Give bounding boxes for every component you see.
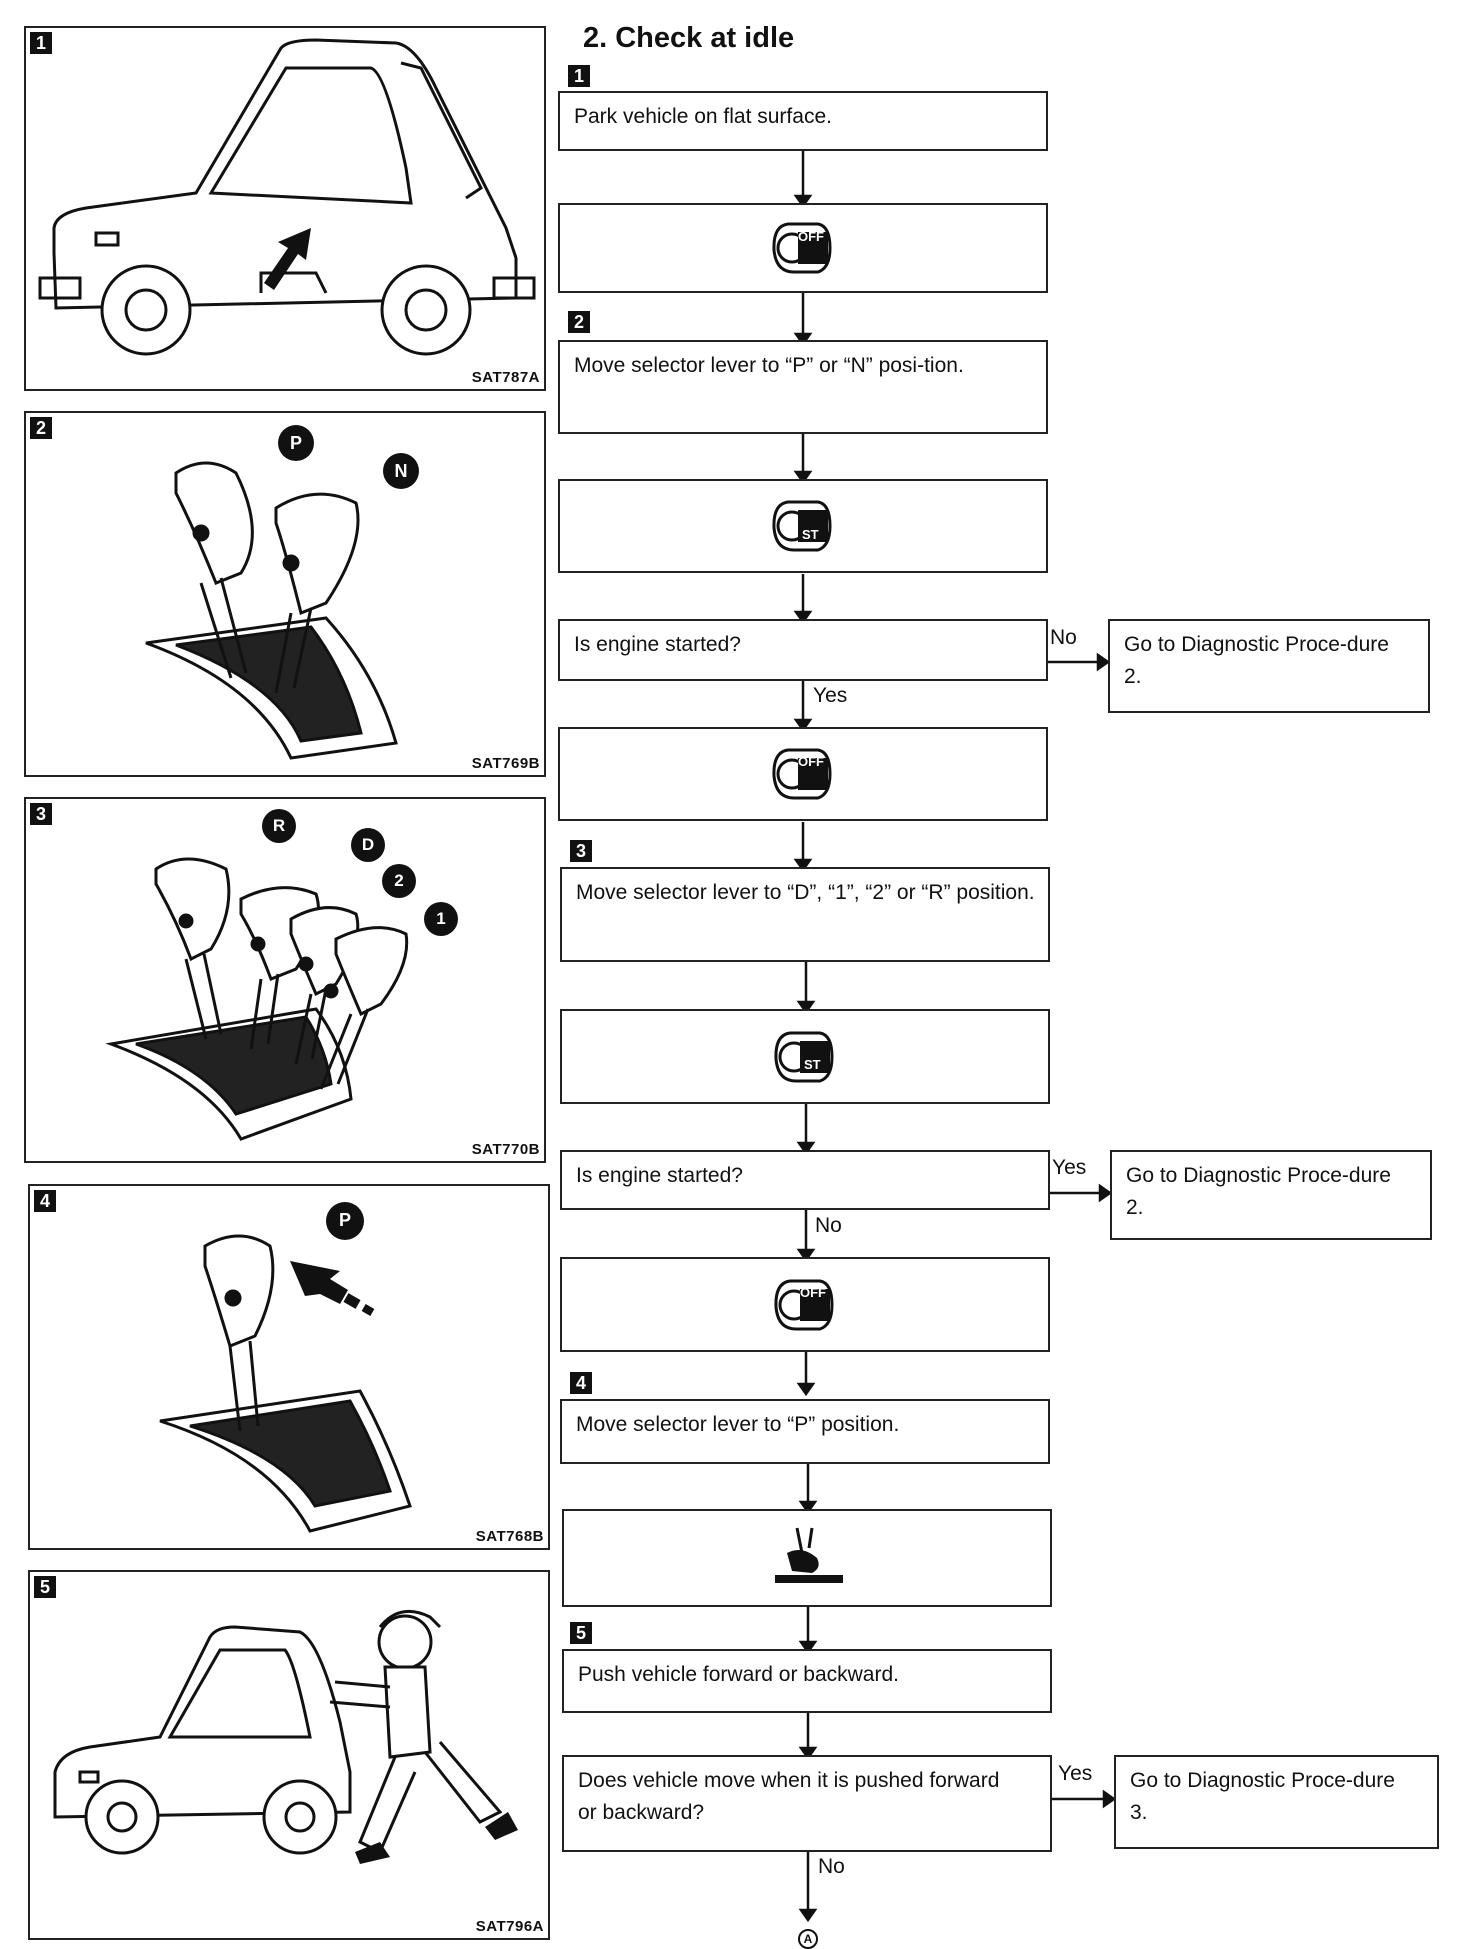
goto-dp3-box: Go to Diagnostic Proce-dure 3. (1114, 1755, 1439, 1849)
ignition-off-box: OFF (560, 1257, 1050, 1352)
badge-n: N (394, 461, 408, 481)
panel-number: 2 (30, 417, 52, 439)
ignition-start-box: ST (560, 1009, 1050, 1104)
continuation-connector: A (798, 1929, 818, 1949)
goto-dp2-box-1: Go to Diagnostic Proce-dure 2. (1108, 619, 1430, 713)
goto-dp2-box-2: Go to Diagnostic Proce-dure 2. (1110, 1150, 1432, 1240)
panel-number: 3 (30, 803, 52, 825)
illustration-panel-1: 1 SAT787A (24, 26, 546, 391)
branch-label-no: No (815, 1214, 842, 1237)
ignition-start-icon (774, 1031, 834, 1082)
illustration-panel-2: 2 P N SAT769B (24, 411, 546, 777)
step-marker-5: 5 (570, 1622, 592, 1644)
selector-lever-illustration (159, 1202, 412, 1533)
figure-code: SAT768B (475, 1528, 544, 1545)
arrow-icon (290, 1261, 375, 1316)
illustration-panel-3: 3 R D 2 1 SAT770B (24, 797, 546, 1163)
goto-text: Go to Diagnostic Proce-dure 2. (1124, 633, 1389, 688)
ignition-off-icon (772, 748, 832, 800)
figure-code: SAT769B (471, 755, 540, 772)
step-marker-3: 3 (570, 840, 592, 862)
ignition-off-box: OFF (558, 727, 1048, 821)
parking-brake-icon (775, 1527, 843, 1583)
badge-d: D (361, 835, 375, 854)
figure-code: SAT770B (471, 1141, 540, 1158)
illustration-panel-5: 5 SAT796A (28, 1570, 550, 1940)
branch-label-yes: Yes (813, 684, 848, 707)
step-box-move-p: Move selector lever to “P” position. (560, 1399, 1050, 1464)
car-lever-illustration (38, 38, 536, 356)
key-label: OFF (800, 1285, 826, 1300)
selector-lever-illustration (145, 425, 419, 760)
key-label: OFF (798, 229, 824, 244)
question-text: Is engine started? (576, 1164, 743, 1187)
ignition-start-icon (772, 500, 832, 552)
step-box-push-vehicle: Push vehicle forward or backward. (562, 1649, 1052, 1713)
branch-label-yes: Yes (1058, 1762, 1093, 1785)
step-text: Push vehicle forward or backward. (578, 1663, 899, 1686)
step-text: Park vehicle on flat surface. (574, 105, 832, 128)
arrow-icon (264, 228, 311, 290)
badge-p: P (338, 1210, 351, 1230)
illustration-panel-4: 4 P SAT768B (28, 1184, 550, 1550)
panel-number: 5 (34, 1576, 56, 1598)
step-box-move-p-n: Move selector lever to “P” or “N” posi-t… (558, 340, 1048, 434)
ignition-off-icon (774, 1279, 834, 1330)
step-box-move-d12r: Move selector lever to “D”, “1”, “2” or … (560, 867, 1050, 962)
parking-brake-box (562, 1509, 1052, 1607)
push-vehicle-illustration (53, 1609, 518, 1864)
question-text: Does vehicle move when it is pushed forw… (578, 1769, 1000, 1824)
figure-code: SAT787A (471, 369, 540, 386)
step-box-park: Park vehicle on flat surface. (558, 91, 1048, 151)
panel-number: 4 (34, 1190, 56, 1212)
panel-number: 1 (30, 32, 52, 54)
step-text: Move selector lever to “D”, “1”, “2” or … (576, 881, 1035, 904)
key-label: ST (804, 1057, 821, 1072)
page-title: 2. Check at idle (583, 22, 795, 54)
step-marker-2: 2 (568, 311, 590, 333)
question-text: Is engine started? (574, 633, 741, 656)
branch-label-no: No (818, 1855, 845, 1878)
step-marker-1: 1 (568, 65, 590, 87)
badge-2: 2 (394, 871, 404, 890)
decision-vehicle-moves: Does vehicle move when it is pushed forw… (562, 1755, 1052, 1852)
decision-engine-started-2: Is engine started? (560, 1150, 1050, 1210)
selector-lever-illustration (105, 809, 458, 1141)
ignition-off-icon (772, 222, 832, 274)
step-text: Move selector lever to “P” or “N” posi-t… (574, 354, 964, 377)
step-text: Move selector lever to “P” position. (576, 1413, 900, 1436)
figure-code: SAT796A (475, 1918, 544, 1935)
ignition-start-box: ST (558, 479, 1048, 573)
key-label: OFF (798, 754, 824, 769)
goto-text: Go to Diagnostic Proce-dure 3. (1130, 1769, 1395, 1824)
decision-engine-started-1: Is engine started? (558, 619, 1048, 681)
step-marker-4: 4 (570, 1372, 592, 1394)
branch-label-no: No (1050, 626, 1077, 649)
ignition-off-box: OFF (558, 203, 1048, 293)
branch-label-yes: Yes (1052, 1156, 1087, 1179)
badge-p: P (289, 433, 302, 453)
key-label: ST (802, 527, 819, 542)
badge-r: R (272, 816, 286, 835)
badge-1: 1 (436, 909, 446, 928)
goto-text: Go to Diagnostic Proce-dure 2. (1126, 1164, 1391, 1219)
